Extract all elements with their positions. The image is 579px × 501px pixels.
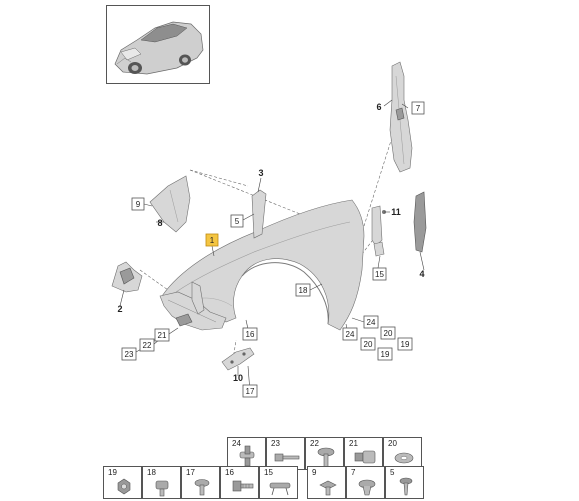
cell-number: 19 <box>108 468 117 477</box>
callout-box <box>360 337 376 351</box>
callout-6: 6 <box>376 102 381 112</box>
callout-box <box>397 337 413 351</box>
callout-box <box>230 214 244 228</box>
front-fender-part <box>161 199 365 331</box>
fender-support-structure-part <box>159 281 227 331</box>
threaded-bolt-icon <box>232 480 254 492</box>
car-silhouette-icon <box>114 21 204 75</box>
exploded-view: 1 2 3 4 5 6 7 8 9 10 11 15 16 17 18 19 1… <box>111 61 427 398</box>
callout-23: 23 <box>125 350 134 359</box>
callout-11: 11 <box>391 207 401 217</box>
parts-cell-7: 7 <box>346 466 385 499</box>
trim-clip-icon <box>269 482 291 496</box>
vehicle-thumbnail <box>106 5 210 84</box>
cell-number: 17 <box>186 468 195 477</box>
parts-cell-17: 17 <box>181 466 220 499</box>
parts-cell-22: 22 <box>305 437 344 470</box>
expanding-nut-icon <box>354 450 376 464</box>
callout-24b: 24 <box>346 330 355 339</box>
cell-number: 5 <box>390 468 395 477</box>
callout-box <box>372 267 387 281</box>
parts-cell-20: 20 <box>383 437 422 470</box>
callout-18: 18 <box>299 286 308 295</box>
cell-number: 7 <box>351 468 356 477</box>
callout-box <box>363 315 379 329</box>
callout-19a: 19 <box>401 340 410 349</box>
parts-cell-15: 15 <box>259 466 298 499</box>
parts-cell-24: 24 <box>227 437 266 470</box>
callout-15: 15 <box>375 270 384 279</box>
callout-4: 4 <box>419 269 424 279</box>
callout-5: 5 <box>235 217 240 226</box>
callout-9: 9 <box>136 200 141 209</box>
callout-10: 10 <box>233 373 243 383</box>
parts-cell-9: 9 <box>307 466 346 499</box>
washer-icon <box>394 452 414 464</box>
cell-number: 20 <box>388 439 397 448</box>
cell-number: 16 <box>225 468 234 477</box>
inner-liner-panel-part <box>149 175 191 233</box>
callout-box <box>411 101 425 115</box>
callout-7: 7 <box>416 104 421 113</box>
callout-box <box>121 347 137 361</box>
spreader-clip-icon <box>319 480 337 496</box>
rivet-icon <box>194 479 210 496</box>
callout-box <box>295 283 311 297</box>
callout-box <box>380 326 396 340</box>
callout-box <box>377 347 393 361</box>
rear-seal-part <box>413 191 427 253</box>
callout-box <box>139 338 155 352</box>
cell-number: 22 <box>310 439 319 448</box>
callout-box <box>131 197 145 211</box>
callout-20b: 20 <box>364 340 373 349</box>
parts-cell-21: 21 <box>344 437 383 470</box>
parts-cell-16: 16 <box>220 466 259 499</box>
snap-fastener-icon <box>358 479 376 496</box>
self-tapping-screw-icon <box>399 477 413 496</box>
callout-24a: 24 <box>367 318 376 327</box>
callout-3: 3 <box>258 168 263 178</box>
clip-part <box>371 205 386 257</box>
cell-number: 9 <box>312 468 317 477</box>
callout-2: 2 <box>117 304 122 314</box>
clip-nut-icon <box>155 480 169 497</box>
callout-21: 21 <box>158 331 167 340</box>
lower-bracket-part <box>221 347 255 371</box>
parts-cell-19: 19 <box>103 466 142 499</box>
cell-number: 23 <box>271 439 280 448</box>
callout-19b: 19 <box>381 350 390 359</box>
screw-icon <box>317 447 335 468</box>
parts-cell-18: 18 <box>142 466 181 499</box>
callout-box <box>154 328 170 342</box>
callout-1: 1 <box>210 236 215 245</box>
callout-17: 17 <box>246 387 255 396</box>
a-pillar-trim-part <box>389 61 413 173</box>
parts-cell-5: 5 <box>385 466 424 499</box>
callout-box <box>242 327 258 341</box>
hex-nut-icon <box>117 478 131 495</box>
parts-cell-23: 23 <box>266 437 305 470</box>
cell-number: 24 <box>232 439 241 448</box>
cell-number: 21 <box>349 439 358 448</box>
bolt-icon <box>274 453 300 462</box>
callout-box <box>242 384 258 398</box>
callout-8: 8 <box>157 218 162 228</box>
callout-22: 22 <box>143 341 152 350</box>
fender-strip-part <box>251 189 267 239</box>
callout-box <box>205 233 219 247</box>
callout-box <box>342 327 358 341</box>
cell-number: 18 <box>147 468 156 477</box>
headlamp-bracket-part <box>111 261 143 293</box>
callout-16: 16 <box>246 330 255 339</box>
callout-20a: 20 <box>384 329 393 338</box>
cell-number: 15 <box>264 468 273 477</box>
